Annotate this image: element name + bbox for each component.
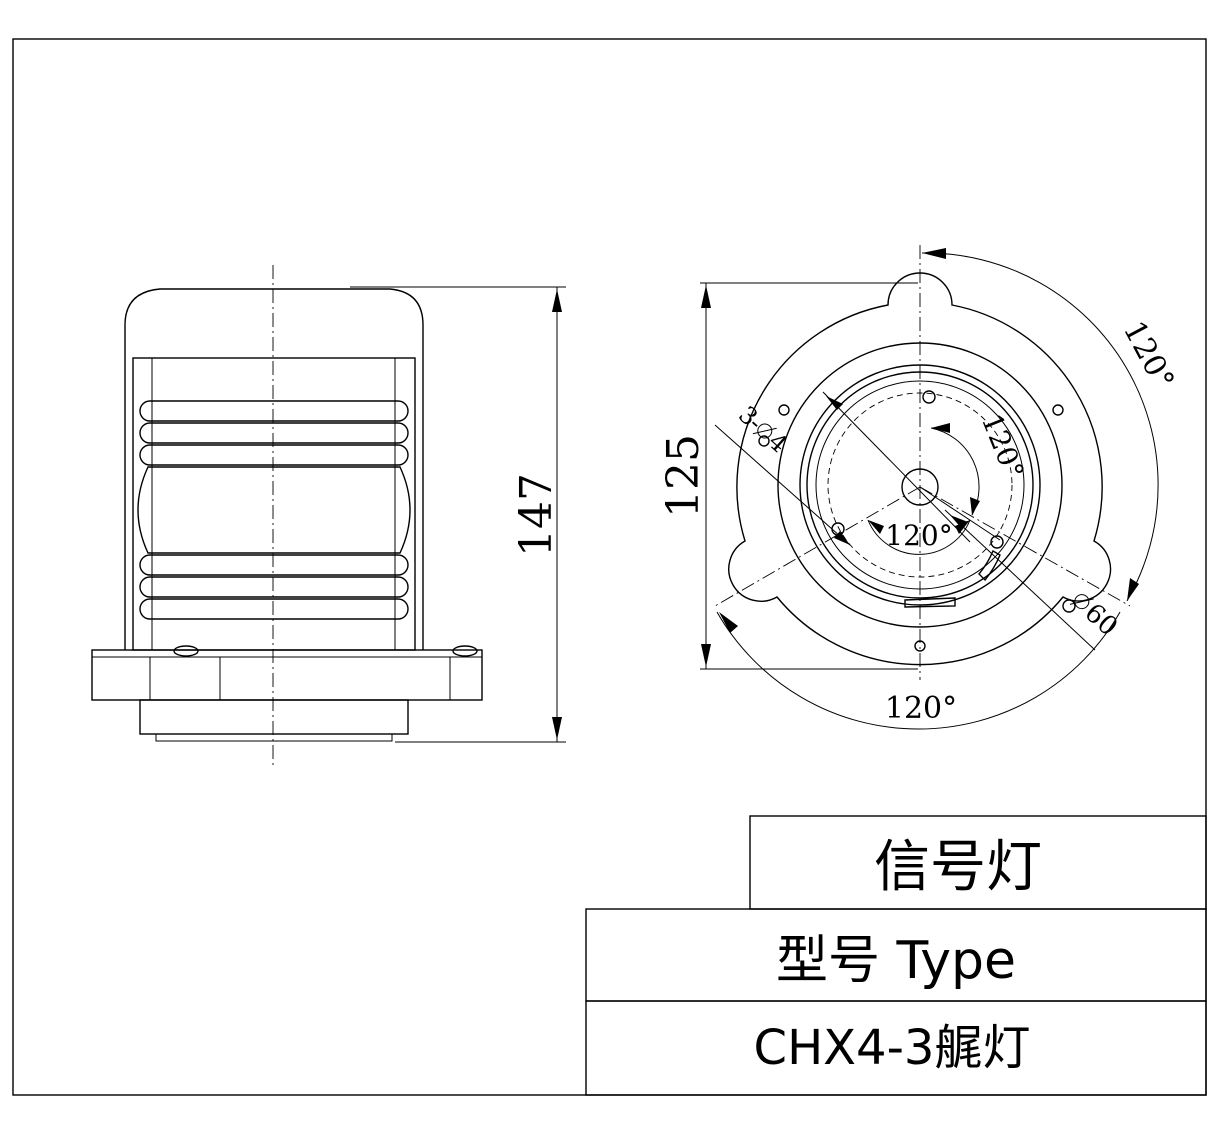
lens-housing [132,357,416,651]
diameter-slash-1 [752,427,777,435]
title-block: 信号灯 型号 Type CHX4-3艉灯 [585,815,1207,1096]
height-dimension [350,286,566,743]
outer-ring [777,342,1063,628]
inner-angle-label-right: 120° [975,409,1031,484]
outer-angle-label-top: 120° [1116,315,1181,395]
diameter-symbol-1 [757,423,773,439]
bolt-circle-leader [944,509,1096,651]
outer-angle-arc-right [921,252,1159,602]
adjust-slot-bottom [904,597,956,608]
bolt-circle-diameter: 60 [1079,598,1124,642]
product-name: 信号灯 [874,835,1042,900]
construction-line-1 [714,486,921,607]
inner-arc-arrow-top [931,423,950,433]
diameter-symbol-2 [1074,594,1090,610]
inner-angle-label-bottom: 120° [885,519,952,552]
outer-angle-arc-bottom [716,611,1121,730]
top-view: 125 120° 120° 120° 120° 3 - 4 [658,245,1181,730]
bolt-circle-callout: 60 [1069,594,1124,642]
side-view: 147 [91,265,566,766]
construction-line-2 [919,486,1131,607]
lens-bulge [137,466,411,554]
ring-4 [815,380,1025,590]
hole-callout-leader [714,424,851,546]
fresnel-ribs-upper [139,400,409,466]
center-hub [901,468,939,506]
inner-hole-5 [758,435,770,447]
diameter-dimension [700,282,918,670]
inner-angle-arc-bottom [867,519,971,555]
outer-arc-arrow-bottom-left [719,612,738,633]
model-number: CHX4-3艉灯 [754,1020,1031,1076]
inner-arc-arrow-right [955,520,970,534]
mount-hole-3 [914,640,926,652]
outer-arc-arrow-right [1127,578,1139,601]
outer-arc-arrow-top [922,248,946,259]
center-diagonal-arrow [826,396,843,410]
base-socket-bottom [155,733,393,742]
construction-line-3 [919,486,1001,541]
ring-3 [806,371,1034,599]
fresnel-ribs-lower [139,554,409,620]
inner-hole-4 [1062,599,1076,613]
diameter-dimension-label: 125 [658,434,709,518]
base-plate-outline [728,272,1112,666]
height-dimension-label: 147 [511,473,562,557]
title-model-cell [585,1000,1207,1096]
ring-2 [799,364,1041,606]
screw-head-right [452,645,478,657]
inner-arc-arrow-bottom [970,497,980,515]
lamp-cap [124,288,424,650]
mount-hole-2 [1052,404,1064,416]
bolt-circle-dashed [827,392,1013,578]
type-label: 型号 Type [776,931,1016,991]
base-socket [139,699,409,735]
outer-angle-label-bottom: 120° [885,691,957,726]
hole-callout-arrow [834,531,850,545]
inner-hole-3 [990,535,1004,549]
screw-head-left [173,645,199,657]
diameter-slash-2 [1069,598,1094,605]
inner-hole-1 [922,390,936,404]
inner-arc-arrow-left [868,520,884,534]
mount-hole-1 [778,404,790,416]
center-diagonal [822,391,971,543]
inner-hole-2 [831,522,845,536]
adjust-slot [978,550,1001,582]
drawing-frame [12,38,1207,1096]
